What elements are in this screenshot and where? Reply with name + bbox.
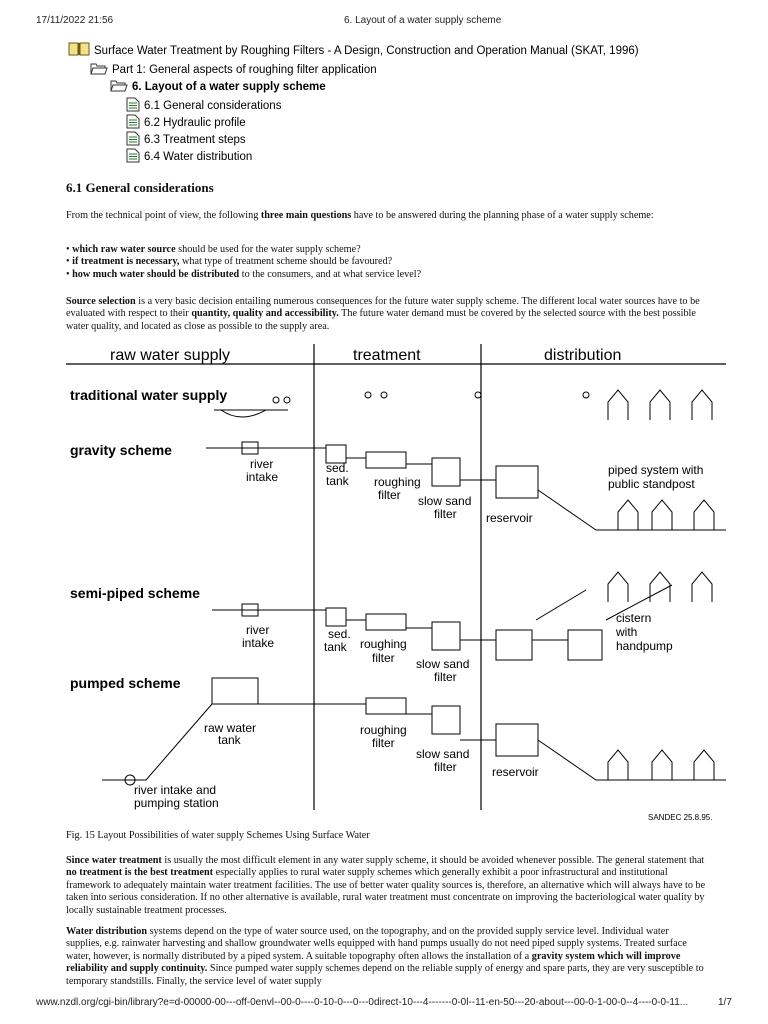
- nav-part[interactable]: Part 1: General aspects of roughing filt…: [90, 62, 377, 78]
- label-raw-water: raw water: [204, 721, 256, 735]
- document-icon: [126, 97, 140, 115]
- nav-book-link[interactable]: Surface Water Treatment by Roughing Filt…: [94, 44, 639, 57]
- row-label-pumped: pumped scheme: [70, 675, 181, 691]
- label-filter-2: filter: [434, 507, 457, 521]
- label-filter-6: filter: [434, 760, 457, 774]
- scheme-diagram: raw water supply treatment distribution …: [66, 344, 726, 822]
- label-roughing-2: roughing: [360, 637, 407, 651]
- label-pumping-station: pumping station: [134, 796, 219, 810]
- nav-section[interactable]: 6.1 General considerations: [126, 97, 281, 115]
- label-river-intake-and: river intake and: [134, 783, 216, 797]
- label-sed: sed.: [326, 461, 349, 475]
- label-piped-1: piped system with: [608, 463, 703, 477]
- source-paragraph: Source selection is a very basic decisio…: [66, 296, 700, 332]
- list-item: • which raw water source should be used …: [66, 244, 361, 255]
- label-filter-3: filter: [372, 651, 395, 665]
- gravity-row-art: [206, 441, 726, 531]
- document-icon: [126, 131, 140, 149]
- label-filter-5: filter: [372, 736, 395, 750]
- label-intake: intake: [246, 470, 278, 484]
- semi-piped-row-art: [212, 571, 713, 661]
- print-footer-url: www.nzdl.org/cgi-bin/library?e=d-00000-0…: [36, 997, 689, 1008]
- figure-credit: SANDEC 25.8.95.: [648, 813, 712, 822]
- list-item: • if treatment is necessary, what type o…: [66, 256, 393, 268]
- traditional-row-art: [214, 389, 713, 420]
- label-sed-2: sed.: [328, 627, 351, 641]
- nav-section[interactable]: 6.3 Treatment steps: [126, 131, 246, 149]
- document-icon: [126, 114, 140, 132]
- label-with: with: [615, 625, 637, 639]
- questions-list: • which raw water source should be used …: [66, 244, 706, 281]
- intro-paragraph: From the technical point of view, the fo…: [66, 210, 654, 221]
- label-roughing-3: roughing: [360, 723, 407, 737]
- distribution-paragraph: Water distribution systems depend on the…: [66, 926, 704, 987]
- label-slow-sand-2: slow sand: [416, 657, 469, 671]
- print-page-number: 1/7: [718, 997, 732, 1008]
- label-river-2: river: [246, 623, 269, 637]
- label-cistern: cistern: [616, 611, 651, 625]
- col-header-treatment: treatment: [353, 347, 421, 364]
- nav-section-link[interactable]: 6.3 Treatment steps: [144, 134, 246, 146]
- label-slow-sand: slow sand: [418, 494, 471, 508]
- nav-section-link[interactable]: 6.1 General considerations: [144, 100, 282, 112]
- folder-open-icon: [90, 62, 108, 78]
- label-handpump: handpump: [616, 639, 673, 653]
- nav-section-link[interactable]: 6.4 Water distribution: [144, 151, 253, 163]
- col-header-raw: raw water supply: [110, 347, 230, 364]
- document-icon: [126, 148, 140, 166]
- label-tank-3: tank: [218, 733, 242, 747]
- print-title: 6. Layout of a water supply scheme: [344, 15, 502, 26]
- nav-section[interactable]: 6.2 Hydraulic profile: [126, 114, 246, 132]
- pumped-row-art: [102, 677, 726, 786]
- label-intake-2: intake: [242, 636, 274, 650]
- label-reservoir: reservoir: [486, 511, 533, 525]
- nav-chapter[interactable]: 6. Layout of a water supply scheme: [110, 79, 326, 95]
- folder-open-icon: [110, 79, 128, 95]
- nav-section-link[interactable]: 6.2 Hydraulic profile: [144, 117, 246, 129]
- nav-section[interactable]: 6.4 Water distribution: [126, 148, 252, 166]
- book-icon: [68, 42, 90, 59]
- label-slow-sand-3: slow sand: [416, 747, 469, 761]
- label-filter: filter: [378, 488, 401, 502]
- list-item: • how much water should be distributed t…: [66, 268, 422, 280]
- row-label-semi-piped: semi-piped scheme: [70, 585, 200, 601]
- row-label-gravity: gravity scheme: [70, 442, 172, 458]
- label-piped-2: public standpost: [608, 477, 695, 491]
- nav-chapter-link[interactable]: 6. Layout of a water supply scheme: [132, 81, 326, 93]
- treatment-paragraph: Since water treatment is usually the mos…: [66, 855, 706, 916]
- nav-book[interactable]: Surface Water Treatment by Roughing Filt…: [68, 42, 639, 59]
- section-heading: 6.1 General considerations: [66, 180, 214, 195]
- col-header-distribution: distribution: [544, 347, 621, 364]
- nav-part-link[interactable]: Part 1: General aspects of roughing filt…: [112, 64, 377, 76]
- label-reservoir-2: reservoir: [492, 765, 539, 779]
- figure-caption: Fig. 15 Layout Possibilities of water su…: [66, 830, 370, 841]
- label-tank-2: tank: [324, 640, 348, 654]
- label-tank: tank: [326, 474, 350, 488]
- label-roughing: roughing: [374, 475, 421, 489]
- row-label-traditional: traditional water supply: [70, 387, 227, 403]
- label-filter-4: filter: [434, 670, 457, 684]
- label-river: river: [250, 457, 273, 471]
- print-timestamp: 17/11/2022 21:56: [36, 15, 114, 26]
